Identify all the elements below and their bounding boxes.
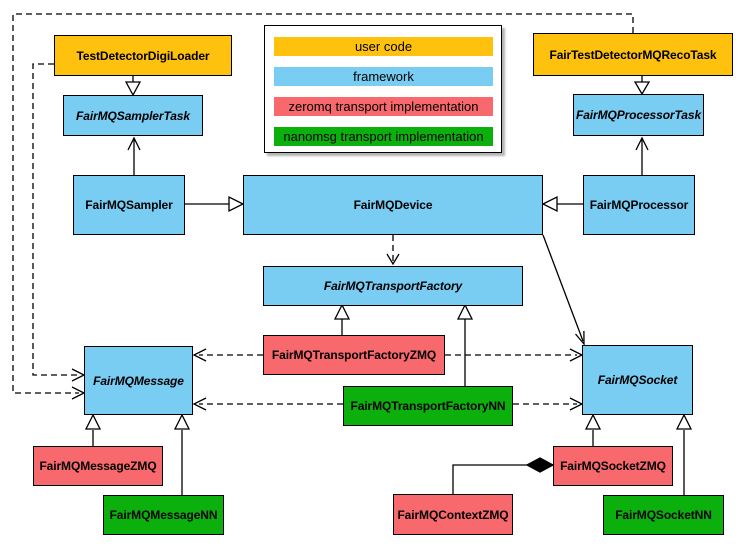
edge-tfnn-message-dependency bbox=[192, 397, 343, 411]
node-fairmqprocessor: FairMQProcessor bbox=[583, 175, 695, 235]
node-label: FairMQContextZMQ bbox=[397, 507, 509, 522]
edge-recotask-processortask-generalization bbox=[633, 76, 651, 96]
node-fairmqsampler: FairMQSampler bbox=[73, 175, 185, 235]
edge-tfnn-socket-dependency bbox=[513, 397, 584, 411]
node-fairmqtransportfactory: FairMQTransportFactory bbox=[263, 266, 523, 306]
node-label: FairMQMessage bbox=[93, 373, 184, 388]
edge-processor-processortask-association bbox=[635, 136, 649, 175]
node-label: FairMQMessageZMQ bbox=[39, 459, 157, 473]
node-label: FairMQTransportFactoryZMQ bbox=[271, 348, 437, 362]
node-fairmqsocketnn: FairMQSocketNN bbox=[603, 495, 724, 535]
node-label: TestDetectorDigiLoader bbox=[76, 48, 210, 63]
edge-socketnn-socket-generalization bbox=[675, 413, 693, 495]
node-label: FairMQSocketNN bbox=[615, 508, 712, 522]
node-label: FairTestDetectorMQRecoTask bbox=[549, 47, 717, 62]
node-label: FairMQSocketZMQ bbox=[560, 459, 666, 473]
node-fairmqsocketzmq: FairMQSocketZMQ bbox=[553, 446, 673, 486]
edge-messagenn-message-generalization bbox=[173, 413, 191, 495]
node-fairmqmessagenn: FairMQMessageNN bbox=[103, 495, 224, 535]
node-testdetectordigiloader: TestDetectorDigiLoader bbox=[54, 35, 232, 76]
edge-socketzmq-socket-generalization bbox=[584, 413, 602, 446]
edge-device-transportfactory-dependency bbox=[386, 235, 400, 266]
node-label: FairMQSampler bbox=[85, 198, 173, 212]
node-label: FairMQTransportFactoryNN bbox=[350, 399, 506, 413]
legend-item-user-code: user code bbox=[274, 37, 493, 56]
edge-tfzmq-message-dependency bbox=[192, 348, 263, 362]
legend-label-framework: framework bbox=[353, 69, 414, 84]
node-label: FairMQProcessorTask bbox=[575, 108, 702, 122]
legend-label-user-code: user code bbox=[354, 39, 413, 54]
legend-item-nanomsg: nanomsg transport implementation bbox=[274, 127, 493, 146]
node-fairmqsocket: FairMQSocket bbox=[582, 345, 693, 415]
legend-label-zeromq: zeromq transport implementation bbox=[288, 99, 479, 114]
legend-box: user code framework zeromq transport imp… bbox=[264, 25, 502, 153]
node-fairmqcontextzmq: FairMQContextZMQ bbox=[393, 494, 513, 535]
node-label: FairMQSocket bbox=[597, 373, 678, 387]
legend-item-zeromq: zeromq transport implementation bbox=[274, 97, 493, 116]
node-label: FairMQTransportFactory bbox=[323, 279, 463, 293]
edge-tfzmq-transportfactory-generalization bbox=[333, 303, 351, 335]
node-fairmqmessage: FairMQMessage bbox=[84, 346, 193, 415]
node-fairmqmessagezmq: FairMQMessageZMQ bbox=[33, 446, 163, 486]
node-label: FairMQProcessor bbox=[589, 198, 689, 212]
node-label: FairMQSamplerTask bbox=[76, 108, 190, 123]
node-fairtestdetectormqrecotask: FairTestDetectorMQRecoTask bbox=[533, 33, 733, 76]
edge-digiloader-samplertask-generalization bbox=[124, 76, 142, 97]
edge-contextzmq-socketzmq-composition bbox=[452, 457, 555, 494]
edge-processor-device-generalization bbox=[541, 195, 583, 213]
node-fairmqprocessortask: FairMQProcessorTask bbox=[573, 94, 704, 136]
edge-sampler-device-generalization bbox=[185, 195, 245, 213]
node-fairmqsamplertask: FairMQSamplerTask bbox=[63, 95, 203, 136]
edge-messagezmq-message-generalization bbox=[84, 413, 102, 446]
edge-tfnn-transportfactory-generalization bbox=[456, 303, 474, 386]
node-label: FairMQMessageNN bbox=[109, 508, 218, 522]
edge-sampler-samplertask-association bbox=[127, 136, 141, 175]
node-fairmqdevice: FairMQDevice bbox=[243, 175, 543, 235]
edge-device-socket-association bbox=[542, 234, 585, 346]
node-fairmqtransportfactoryzmq: FairMQTransportFactoryZMQ bbox=[263, 335, 445, 375]
node-label: FairMQDevice bbox=[353, 198, 433, 212]
legend-item-framework: framework bbox=[274, 67, 493, 86]
legend-label-nanomsg: nanomsg transport implementation bbox=[283, 129, 484, 144]
node-fairmqtransportfactorynn: FairMQTransportFactoryNN bbox=[343, 386, 513, 426]
